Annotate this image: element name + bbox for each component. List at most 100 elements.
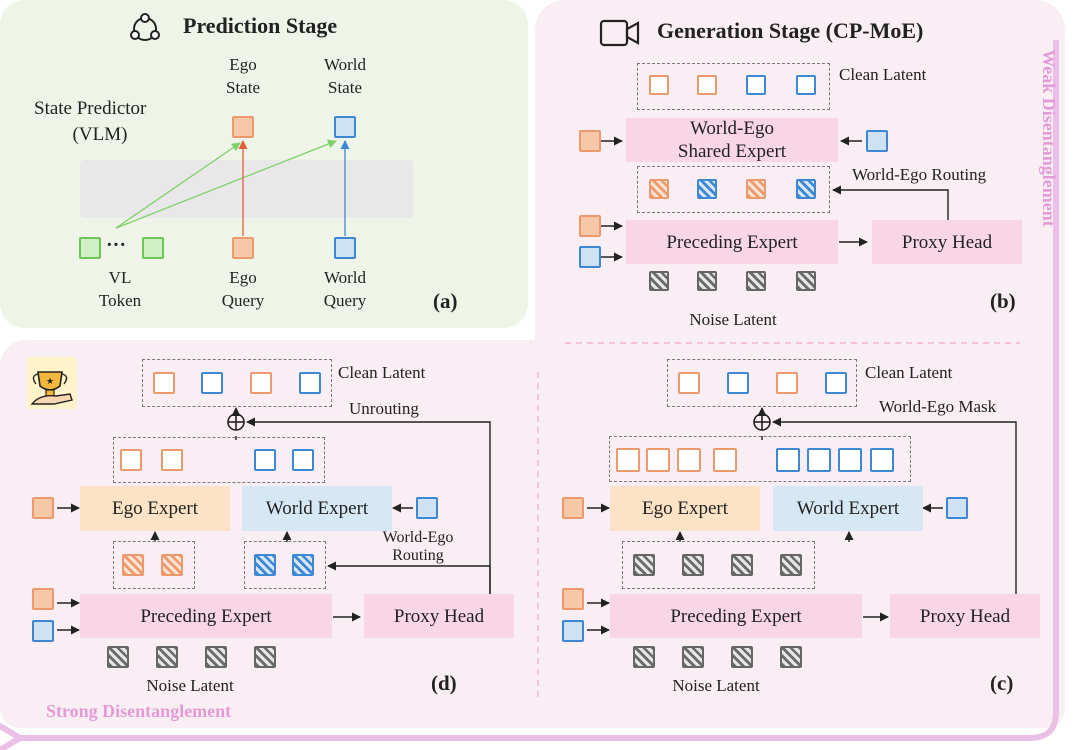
world-state-input (562, 620, 584, 642)
ego-state-input (562, 588, 584, 610)
shared-expert-block: World-Ego Shared Expert (626, 118, 838, 162)
clean-latent-token (746, 75, 766, 95)
mask-label: World-Ego Mask (879, 397, 997, 416)
noise-routed-group (622, 541, 815, 589)
world-expert-block: World Expert (773, 486, 923, 531)
world-state-input (946, 497, 968, 519)
clean-latent-label: Clean Latent (865, 363, 953, 382)
strong-disentanglement-label: Strong Disentanglement (46, 701, 232, 721)
world-output-token (292, 449, 314, 471)
noise-latent-token (649, 271, 669, 291)
ego-state-label-2: State (226, 78, 260, 97)
clean-latent-group (637, 63, 830, 110)
clean-latent-token (153, 372, 175, 394)
routed-ego-token (161, 554, 183, 576)
ego-output-token (713, 448, 737, 472)
clean-latent-group (142, 359, 332, 407)
ego-expert-block: Ego Expert (610, 486, 760, 531)
clean-latent-token (250, 372, 272, 394)
vl-token (142, 237, 164, 259)
clean-latent-token (825, 372, 847, 394)
routed-ego-token (746, 179, 766, 199)
ego-query-label-1: Ego (229, 268, 257, 287)
routing-label: World-Ego Routing (852, 165, 987, 184)
panel-d-tag: (d) (431, 671, 457, 695)
routed-ego-token (122, 554, 144, 576)
noise-latent-token (780, 646, 802, 668)
noise-latent-token (107, 646, 129, 668)
preceding-expert-block: Preceding Expert (610, 594, 862, 638)
noise-latent-label: Noise Latent (672, 676, 760, 695)
proxy-head-block: Proxy Head (872, 220, 1022, 264)
noise-latent-token (731, 646, 753, 668)
ego-output-token (616, 448, 640, 472)
world-expert-block: World Expert (242, 486, 392, 531)
svg-text:★: ★ (46, 376, 54, 386)
routed-world-token (697, 179, 717, 199)
clean-latent-token (776, 372, 798, 394)
clean-latent-token (299, 372, 321, 394)
noise-latent-token (697, 271, 717, 291)
world-state-input (866, 130, 888, 152)
world-output-token (870, 448, 894, 472)
ego-output-token (161, 449, 183, 471)
routed-latent-group (637, 166, 830, 213)
noise-latent-token (156, 646, 178, 668)
routed-ego-token (649, 179, 669, 199)
vlm-block (80, 160, 413, 218)
noise-latent-token (731, 554, 753, 576)
vl-token-ellipsis: ··· (106, 234, 127, 256)
routed-world-token (796, 179, 816, 199)
world-query-label-2: Query (323, 291, 367, 310)
world-state-input (579, 246, 601, 268)
routing-label-1: World-Ego (382, 529, 454, 546)
preceding-expert-block: Preceding Expert (80, 594, 332, 638)
shared-expert-label-1: World-Ego (690, 118, 774, 139)
noise-latent-token (682, 646, 704, 668)
disentanglement-axis-arrow (0, 40, 1059, 750)
noise-latent-label: Noise Latent (146, 676, 234, 695)
world-output-token (254, 449, 276, 471)
shared-expert-label-2: Shared Expert (677, 141, 787, 162)
panel-b-tag: (b) (990, 289, 1016, 313)
noise-latent-token (682, 554, 704, 576)
vl-token-label-1: VL (108, 268, 132, 287)
routing-label-2: Routing (392, 547, 444, 564)
panel-c-tag: (c) (990, 671, 1014, 695)
ego-query-label-2: Query (221, 291, 265, 310)
video-camera-icon (599, 19, 640, 47)
routed-world-token (254, 554, 276, 576)
ego-state-token (232, 116, 254, 138)
routed-world-token (292, 554, 314, 576)
vl-token-label-2: Token (98, 291, 142, 310)
world-state-token (334, 116, 356, 138)
panel-b-title: Generation Stage (CP-MoE) (657, 18, 924, 43)
noise-latent-token (633, 554, 655, 576)
noise-latent-token (205, 646, 227, 668)
clean-latent-group (667, 359, 857, 407)
world-state-input (416, 497, 438, 519)
plus-circle-icon (227, 413, 245, 431)
clean-latent-label: Clean Latent (338, 363, 426, 382)
ego-state-label-1: Ego (229, 55, 257, 74)
ego-output-token (646, 448, 670, 472)
panel-a-tag: (a) (433, 289, 458, 313)
ego-state-input (562, 497, 584, 519)
proxy-head-block: Proxy Head (890, 594, 1040, 638)
ego-expert-block: Ego Expert (80, 486, 230, 531)
world-state-input (32, 620, 54, 642)
clean-latent-token (201, 372, 223, 394)
ego-state-input (32, 497, 54, 519)
expert-output-group (609, 436, 911, 482)
trophy-hand-icon: ★ (27, 357, 77, 409)
clean-latent-token (649, 75, 669, 95)
ego-state-input (579, 215, 601, 237)
world-query-token (334, 237, 356, 259)
world-query-label-1: World (323, 268, 367, 287)
noise-latent-token (254, 646, 276, 668)
routed-world-group (244, 541, 326, 589)
clean-latent-token (678, 372, 700, 394)
preceding-expert-block: Preceding Expert (626, 220, 838, 264)
world-state-label-1: World (323, 55, 367, 74)
network-icon (130, 13, 160, 41)
